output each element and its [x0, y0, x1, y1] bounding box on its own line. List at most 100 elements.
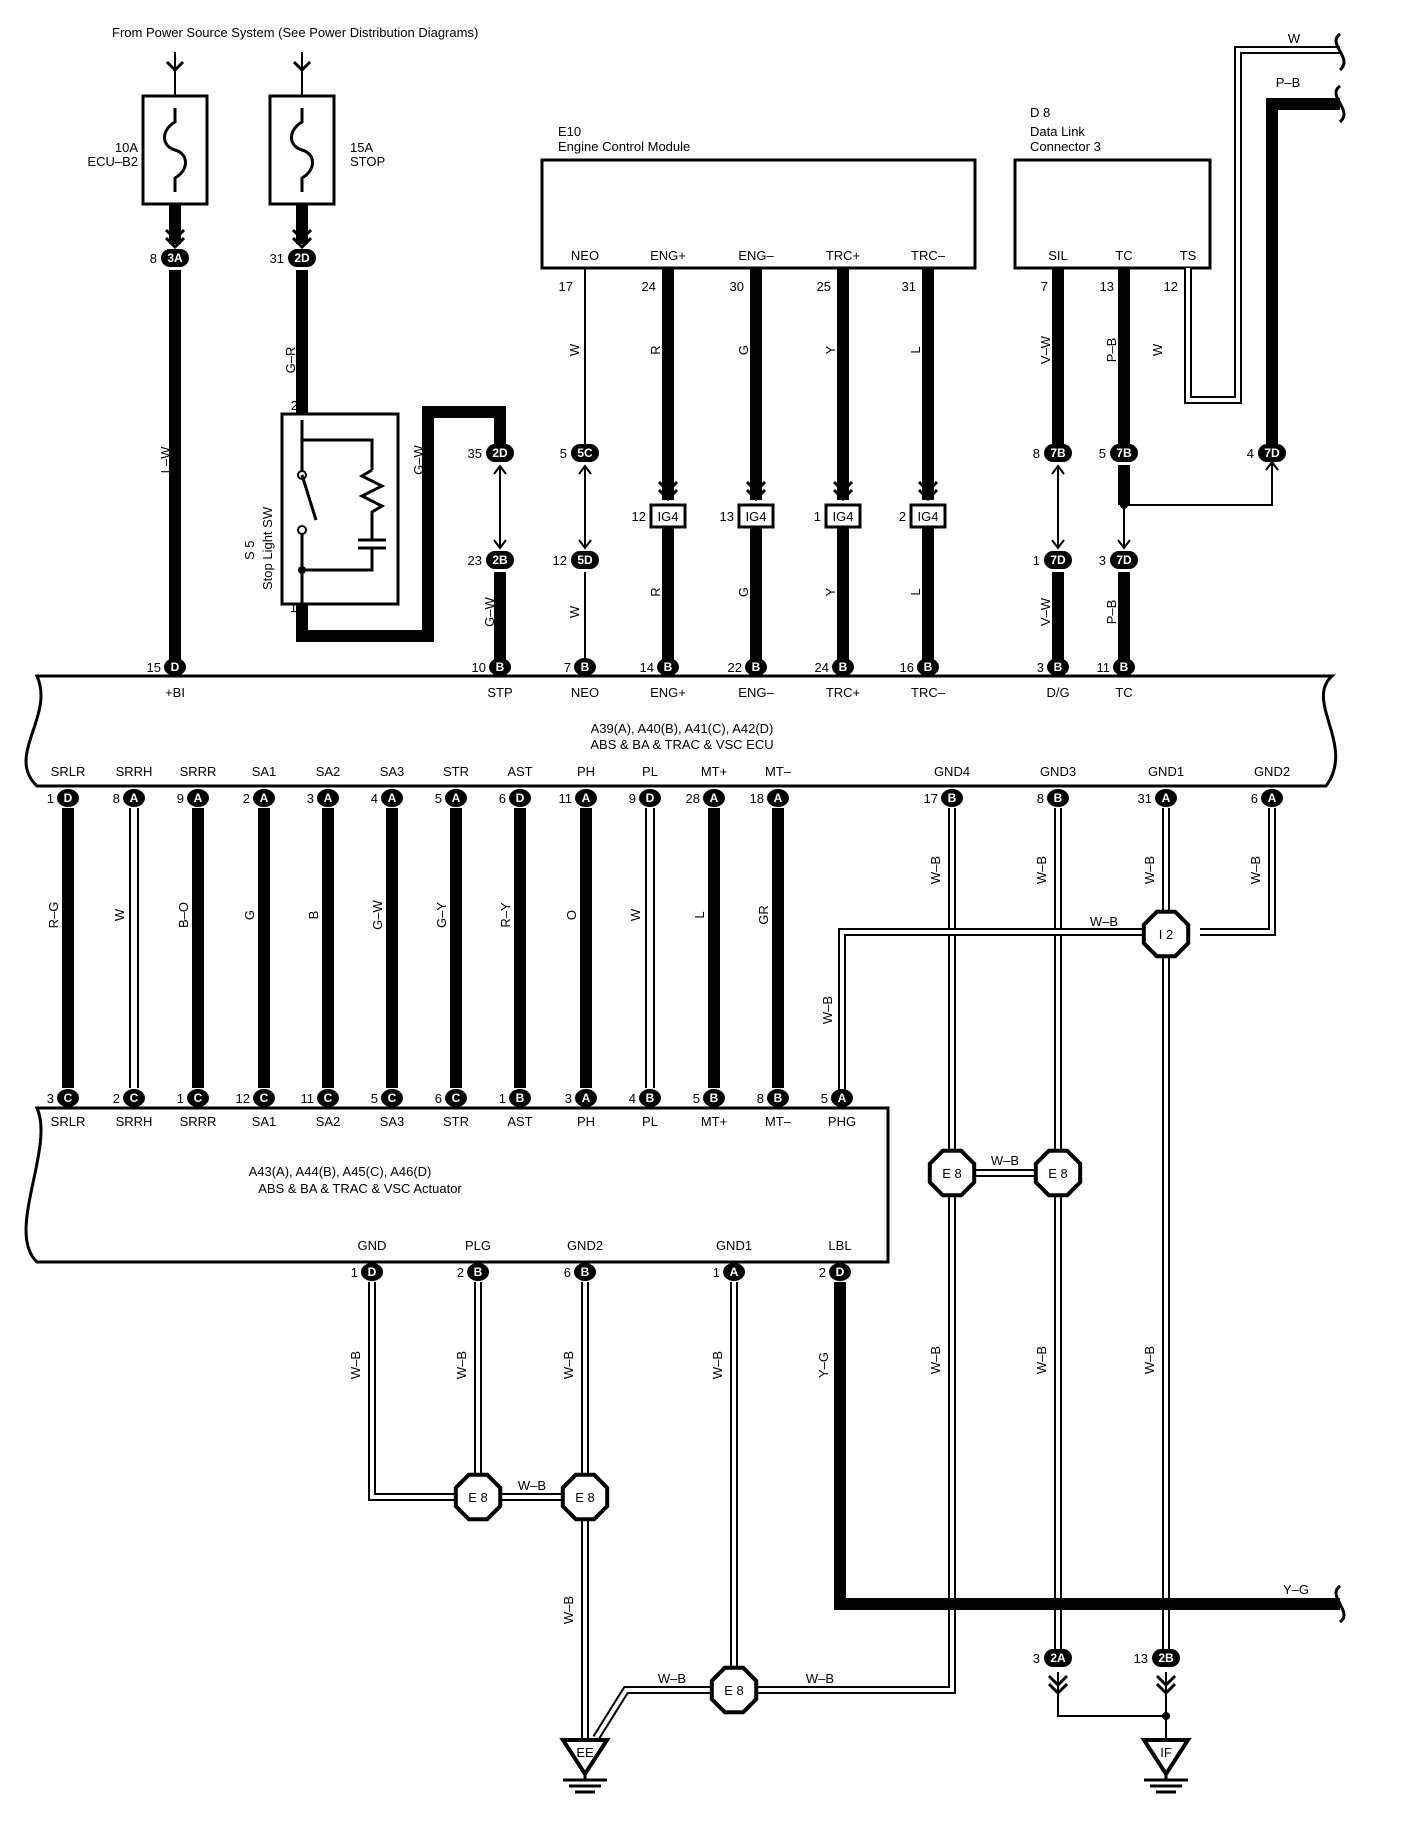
actuator-bottom-pin-3-label: GND1: [716, 1238, 752, 1253]
ecu-subtitle: ABS & BA & TRAC & VSC ECU: [590, 737, 773, 752]
stop-switch-box: [280, 412, 400, 606]
ecu-bottom-pin-9: D: [639, 789, 661, 807]
i2-to-phg-wire: [838, 928, 1166, 1090]
ecu-top-pin-8-letter: B: [1120, 660, 1129, 674]
ecu-bottom-pin-6-letter: A: [452, 791, 461, 805]
ecu-top-pin-3-label: ENG+: [650, 685, 686, 700]
fuse-0-connector: 3A: [161, 249, 189, 267]
right-edge-w-label: W: [1288, 31, 1301, 46]
ecu-bottom-pin-10-num: 28: [686, 791, 700, 806]
ecm-2-ig4-pin: 13: [720, 509, 734, 524]
stop-switch-name: Stop Light SW: [260, 506, 275, 590]
e8-bottom-run: [592, 1686, 846, 1741]
actuator-top-pin-4-circle: [317, 1089, 339, 1107]
ecu-top-pin-3-letter: B: [664, 660, 673, 674]
actuator-bottom-pin-4: D: [829, 1263, 851, 1281]
ecu-gnd-pin-3-circle: [1261, 789, 1283, 807]
actuator-top-pin-5-label: SA3: [380, 1114, 405, 1129]
ecm-2-chevron: [745, 480, 767, 502]
sil-top-connector-oval: [1044, 444, 1072, 462]
actuator-top-pin-11: B: [767, 1089, 789, 1107]
ecu-top-pin-0-letter: D: [171, 660, 180, 674]
actuator-bottom-pin-0-wire-label: W–B: [348, 1351, 363, 1379]
ecu-bottom-pin-10: A: [703, 789, 725, 807]
actuator-bottom-pin-2-num: 6: [564, 1265, 571, 1280]
sil-top-connector-label: 7B: [1050, 446, 1066, 460]
ecu-bottom-pin-4: A: [317, 789, 339, 807]
gnd2-wire-core: [1200, 808, 1274, 934]
neo-top-connector: 5C: [571, 444, 599, 462]
fuse-1-connector-oval: [288, 249, 316, 267]
ecu-bottom-pin-10-circle: [703, 789, 725, 807]
ecu-top-pin-7-label: D/G: [1046, 685, 1069, 700]
i2-wb-label: W–B: [1090, 914, 1118, 929]
actuator-bottom-pin-2-wire-label: W–B: [561, 1351, 576, 1379]
actuator-bottom-pin-4-circle: [829, 1263, 851, 1281]
wire-lw-label: L–W: [158, 446, 173, 473]
ground-ee-label: EE: [576, 1745, 594, 1760]
ecu-top-pin-8: B: [1113, 658, 1135, 676]
actuator-bottom-pin-3: A: [723, 1263, 745, 1281]
ecm-4-chevron: [917, 480, 939, 502]
fuse-1-connector: 2D: [288, 249, 316, 267]
neo-jumper-arrows: [578, 464, 592, 550]
sil-jumper-arrows: [1051, 464, 1065, 550]
junction-e8-low-right-octagon: [560, 1472, 610, 1522]
phg-wire-label: W–B: [820, 996, 835, 1024]
ecu-top-pin-6-letter: B: [924, 660, 933, 674]
ecm-1-chevron: [657, 480, 679, 502]
ecu-bottom-pin-2-label: SRRR: [180, 764, 217, 779]
sil-bottom-connector-label: 7D: [1050, 553, 1066, 567]
actuator-top-pin-7-label: AST: [507, 1114, 532, 1129]
actuator-top-pin-3-label: SA1: [252, 1114, 277, 1129]
fuse-0-connector-oval: [161, 249, 189, 267]
actuator-top-pin-0: C: [57, 1089, 79, 1107]
ecu-gnd-pin-2-circle: [1155, 789, 1177, 807]
ecm-2-chevron-stroke-1: [745, 488, 767, 502]
pb-in-connector: 7D: [1258, 444, 1286, 462]
fuse-1-pin: 31: [270, 251, 284, 266]
bottom-conn-2b-label: 2B: [1158, 1651, 1174, 1665]
ground-if-junction: [1162, 1712, 1170, 1720]
actuator-top-pin-11-label: MT–: [765, 1114, 792, 1129]
ecm-4-terminal: TRC–: [911, 248, 946, 263]
actuator-top-pin-3-num: 12: [236, 1091, 250, 1106]
data-link-pin-2: 12: [1164, 279, 1178, 294]
ecu-bottom-pin-10-label: MT+: [701, 764, 727, 779]
stp-bottom-connector-oval: [486, 551, 514, 569]
actuator-top-pin-4-letter: C: [324, 1091, 333, 1105]
actuator-bottom-pin-1-wire-label: W–B: [454, 1351, 469, 1379]
actuator-title: A43(A), A44(B), A45(C), A46(D): [249, 1164, 432, 1179]
junction-e8-bottom-octagon: [709, 1665, 759, 1715]
actuator-top-pin-7-letter: B: [516, 1091, 525, 1105]
junction-e8-low-right: E 8: [560, 1472, 610, 1522]
ecu-top-pin-5-label: TRC+: [826, 685, 860, 700]
tc-top-connector: 7B: [1110, 444, 1138, 462]
fuse-1-rating: 15A: [350, 140, 373, 155]
ecu-gnd-pin-2-wire-label: W–B: [1142, 856, 1157, 884]
ecm-3-chevron-stroke-1: [832, 488, 854, 502]
ecu-top-pin-3-num: 14: [640, 660, 654, 675]
ecu-gnd-pin-1-letter: B: [1054, 791, 1063, 805]
actuator-top-pin-6-circle: [445, 1089, 467, 1107]
wire-ts-w-core: [1186, 48, 1340, 402]
data-link-box: [1013, 158, 1212, 270]
ecu-gnd-pin-3-wire-label: W–B: [1248, 856, 1263, 884]
ecu-top-pin-4: B: [745, 658, 767, 676]
ecu-top-pin-3: B: [657, 658, 679, 676]
ecu-gnd-pin-1-wire-label: W–B: [1034, 856, 1049, 884]
ecu-bottom-pin-2-letter: A: [194, 791, 203, 805]
conn-2a-to-ground: [1057, 1672, 1166, 1717]
ecu-bottom-pin-7: D: [509, 789, 531, 807]
ecu-bottom-pin-9-wire-label: W: [628, 908, 643, 921]
ecu-top-pin-5-num: 24: [815, 660, 829, 675]
ecu-top-pin-8-num: 11: [1097, 660, 1111, 675]
ecu-top-pin-4-letter: B: [752, 660, 761, 674]
right-edge-pb-label: P–B: [1276, 75, 1301, 90]
pb-in-connector-label: 7D: [1264, 446, 1280, 460]
ecu-bottom-pin-0-num: 1: [47, 791, 54, 806]
junction-e8-bottom-label: E 8: [724, 1683, 744, 1698]
actuator-top-pin-6: C: [445, 1089, 467, 1107]
ecu-gnd-pin-0-label: GND4: [934, 764, 970, 779]
ecm-0-pin: 17: [559, 279, 573, 294]
